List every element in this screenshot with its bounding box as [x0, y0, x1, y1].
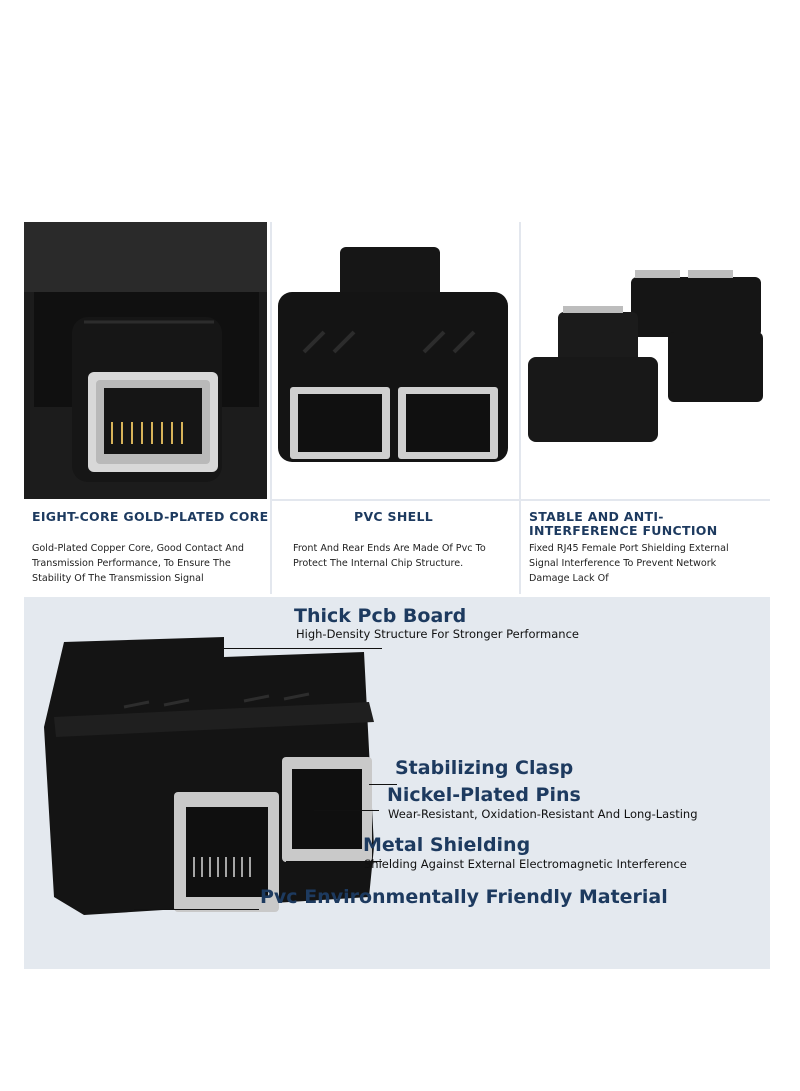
feature-title-gold-core: EIGHT-CORE GOLD-PLATED CORE [32, 509, 269, 524]
row-divider [272, 499, 770, 501]
splitter-angled-photo [44, 637, 374, 915]
feature-desc-gold-core: Gold-Plated Copper Core, Good Contact An… [32, 543, 245, 584]
feature-title-pvc-shell: PVC SHELL [354, 509, 433, 524]
callout-title-pvc: Pvc Environmentally Friendly Material [260, 886, 668, 908]
leader-line [369, 784, 397, 785]
column-divider [519, 222, 521, 594]
splitter-front-photo [274, 222, 516, 499]
feature-desc-pvc-shell: Front And Rear Ends Are Made Of Pvc To P… [293, 543, 486, 569]
column-divider [270, 222, 272, 594]
detail-panel: Thick Pcb Board High-Density Structure F… [24, 597, 770, 969]
callout-title-pcb: Thick Pcb Board [294, 605, 467, 627]
callout-title-clasp: Stabilizing Clasp [395, 757, 574, 779]
callout-sub-shielding: Shielding Against External Electromagnet… [364, 857, 687, 871]
rj45-port-closeup-photo [24, 222, 267, 499]
leader-line [286, 861, 382, 862]
leader-line [314, 810, 379, 811]
two-splitters-photo [523, 222, 770, 499]
callout-sub-pins: Wear-Resistant, Oxidation-Resistant And … [388, 807, 698, 821]
leader-line [224, 648, 382, 649]
callout-title-pins: Nickel-Plated Pins [387, 784, 581, 806]
feature-desc-anti-interference: Fixed RJ45 Female Port Shielding Externa… [529, 543, 729, 584]
callout-title-shielding: Metal Shielding [363, 834, 531, 856]
feature-title-anti-interference: STABLE AND ANTI-INTERFERENCE FUNCTION [529, 509, 718, 538]
leader-line [134, 909, 259, 910]
callout-sub-pcb: High-Density Structure For Stronger Perf… [296, 627, 579, 641]
